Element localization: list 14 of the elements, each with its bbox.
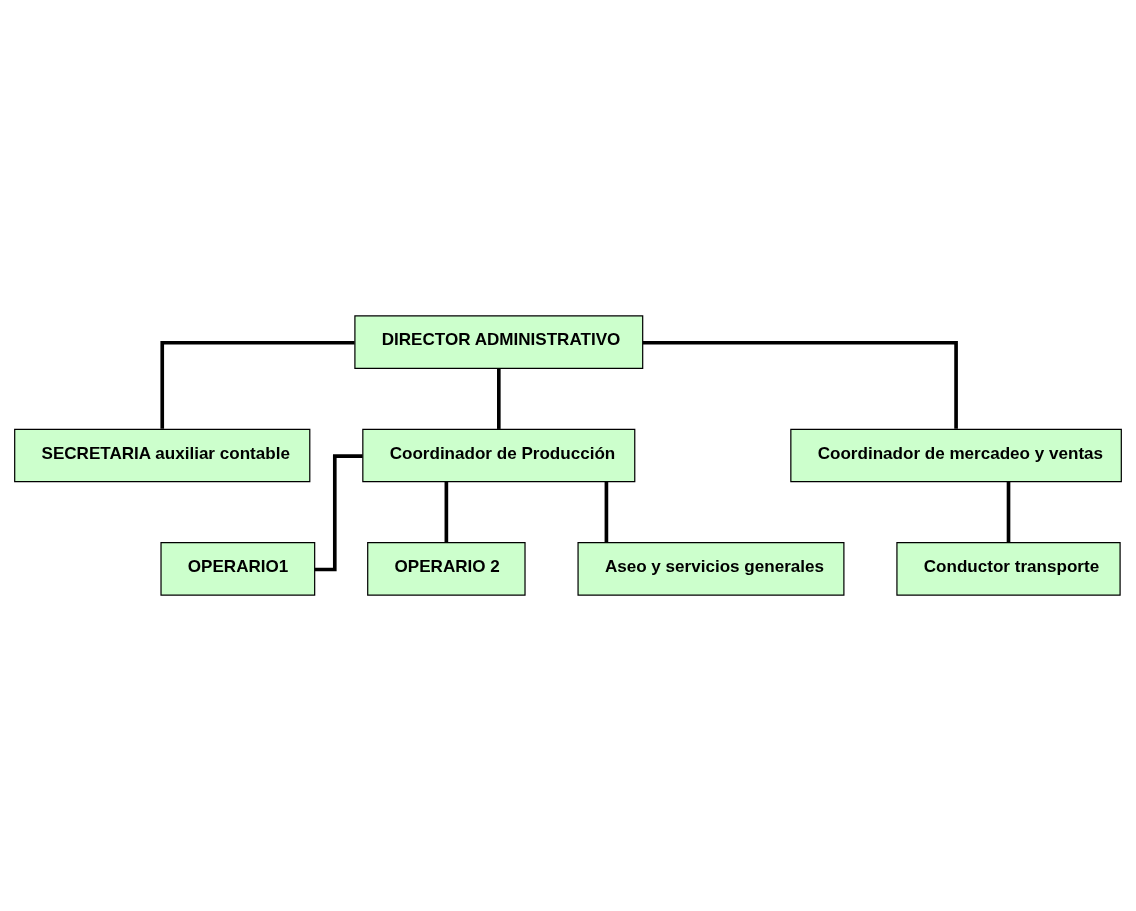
node-box: Coordinador de Producción: [362, 428, 636, 483]
connector: [604, 481, 609, 543]
connector: [160, 340, 355, 429]
connector: [1006, 481, 1011, 543]
node-box: OPERARIO 2: [367, 542, 526, 596]
node-box: SECRETARIA auxiliar contable: [14, 428, 311, 483]
node-box: Coordinador de mercadeo y ventas: [790, 428, 1122, 483]
connector: [444, 481, 449, 543]
node-box: DIRECTOR ADMINISTRATIVO: [354, 315, 644, 369]
connector: [496, 368, 501, 429]
node-box: Conductor transporte: [896, 542, 1121, 596]
node-box: OPERARIO1: [160, 542, 316, 596]
node-box: Aseo y servicios generales: [577, 542, 845, 596]
connector: [642, 340, 958, 429]
